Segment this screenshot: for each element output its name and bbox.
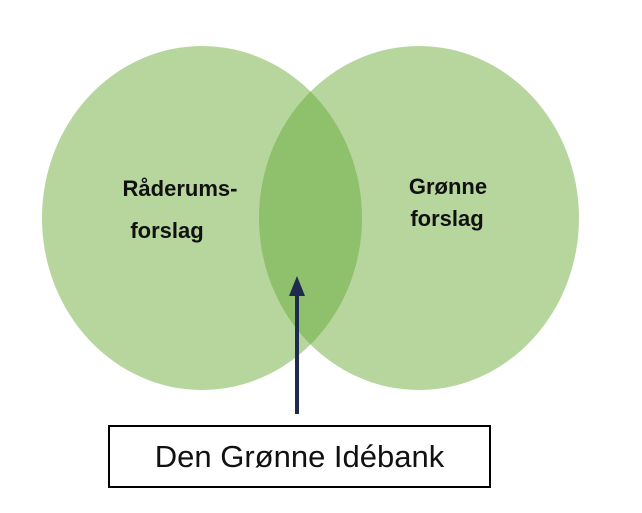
callout-box: Den Grønne Idébank — [108, 425, 491, 488]
left-set-label-line2: forslag — [130, 218, 203, 243]
left-set-label-line1: Råderums- — [123, 176, 238, 201]
right-set-label-line2: forslag — [410, 206, 483, 231]
callout-label: Den Grønne Idébank — [154, 438, 445, 474]
right-set-label-line1: Grønne — [409, 174, 487, 199]
intersection-region — [259, 46, 362, 390]
arrow-head-icon — [289, 276, 305, 296]
callout-arrow — [289, 276, 305, 414]
